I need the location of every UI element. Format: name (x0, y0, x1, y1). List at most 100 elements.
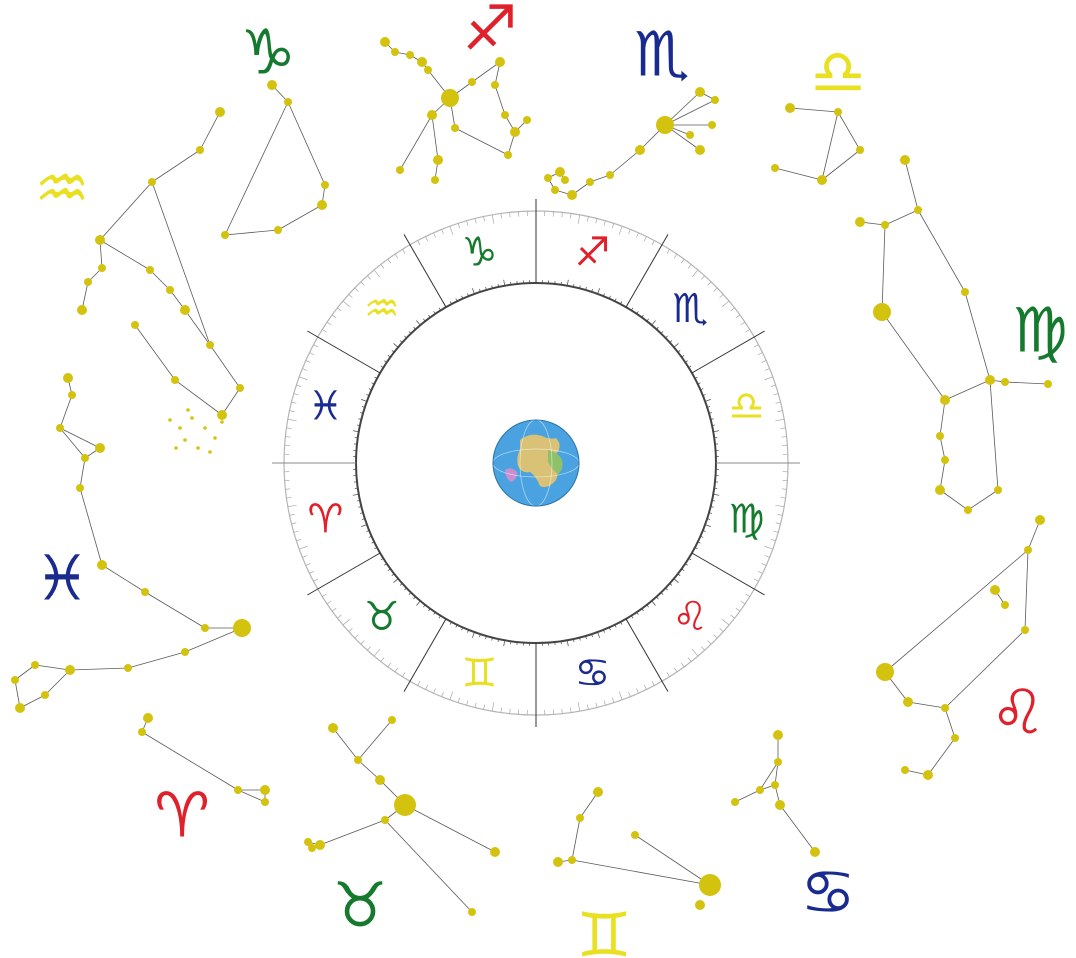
star (260, 785, 270, 795)
star (901, 766, 909, 774)
star (406, 51, 414, 59)
star (166, 286, 174, 294)
constellation-line (152, 182, 210, 345)
star (923, 770, 933, 780)
star (31, 661, 39, 669)
star (914, 206, 922, 214)
star (354, 756, 362, 764)
sector-divider (307, 331, 380, 373)
star (876, 663, 894, 681)
sagittarius-sign-icon: ♐ (574, 229, 610, 275)
star (568, 856, 576, 864)
star (56, 424, 64, 432)
star (215, 107, 225, 117)
star (903, 697, 913, 707)
gemini-constellation (553, 787, 721, 910)
star (990, 585, 1000, 595)
constellation-line (1025, 550, 1028, 630)
constellation-line (100, 182, 152, 240)
star (785, 103, 795, 113)
star (381, 816, 389, 824)
star (95, 235, 105, 245)
star (951, 734, 959, 742)
star (1024, 546, 1032, 554)
star (504, 151, 512, 159)
star (774, 758, 782, 766)
constellation-line (885, 210, 918, 225)
sagittarius-symbol-icon: ♐ (462, 0, 518, 65)
star (586, 178, 594, 186)
star (261, 798, 269, 806)
star (544, 174, 552, 182)
constellation-line (145, 592, 205, 628)
star (834, 108, 842, 116)
constellation-line (882, 225, 885, 312)
constellation-line (80, 458, 85, 488)
constellation-line (965, 292, 990, 380)
constellation-line (35, 665, 70, 670)
constellation-line (358, 720, 392, 760)
star (900, 155, 910, 165)
faint-star (174, 446, 178, 450)
constellation-line (918, 210, 965, 292)
star (855, 217, 865, 227)
star (510, 127, 520, 137)
star (236, 384, 244, 392)
star (131, 321, 139, 329)
star (315, 840, 325, 850)
star (63, 373, 73, 383)
star-cluster (168, 408, 224, 454)
constellation-line (333, 728, 358, 760)
star (985, 375, 995, 385)
star (567, 190, 577, 200)
constellation-line (225, 102, 288, 235)
constellation-line (185, 310, 210, 345)
star (304, 838, 312, 846)
constellation-line (60, 395, 72, 428)
constellation-line (572, 818, 580, 860)
star (695, 145, 705, 155)
star (284, 98, 292, 106)
star (631, 831, 639, 839)
earth-globe-icon (493, 420, 579, 506)
star (940, 395, 950, 405)
star (606, 171, 614, 179)
constellation-line (152, 150, 200, 182)
scorpio-sign-icon: ♏ (672, 286, 708, 332)
star (771, 781, 779, 789)
star (708, 121, 716, 129)
star (181, 648, 189, 656)
star (490, 847, 500, 857)
star (1001, 601, 1009, 609)
constellation-line (385, 820, 472, 912)
star (468, 908, 476, 916)
pisces-symbol-icon: ♓ (34, 542, 90, 615)
star (77, 305, 87, 315)
constellation-line (210, 345, 240, 388)
constellation-line (945, 708, 955, 738)
constellation-line (610, 150, 640, 175)
aquarius-constellation (77, 107, 244, 420)
leo-sign-icon: ♌ (672, 594, 708, 640)
star (394, 794, 416, 816)
star (771, 164, 779, 172)
constellation-line (882, 312, 945, 400)
faint-star (220, 420, 224, 424)
constellation-line (128, 652, 185, 668)
star (206, 341, 214, 349)
gemini-sign-icon: ♊ (462, 651, 498, 697)
star (635, 145, 645, 155)
star (555, 167, 565, 177)
star (451, 124, 459, 132)
star (221, 231, 229, 239)
constellation-line (838, 112, 860, 150)
cancer-sign-icon: ♋ (574, 651, 610, 697)
star (317, 200, 327, 210)
star (431, 176, 439, 184)
star (274, 226, 282, 234)
star (146, 266, 154, 274)
star (375, 775, 385, 785)
constellation-line (185, 628, 242, 652)
libra-constellation (771, 103, 864, 185)
star (756, 786, 764, 794)
